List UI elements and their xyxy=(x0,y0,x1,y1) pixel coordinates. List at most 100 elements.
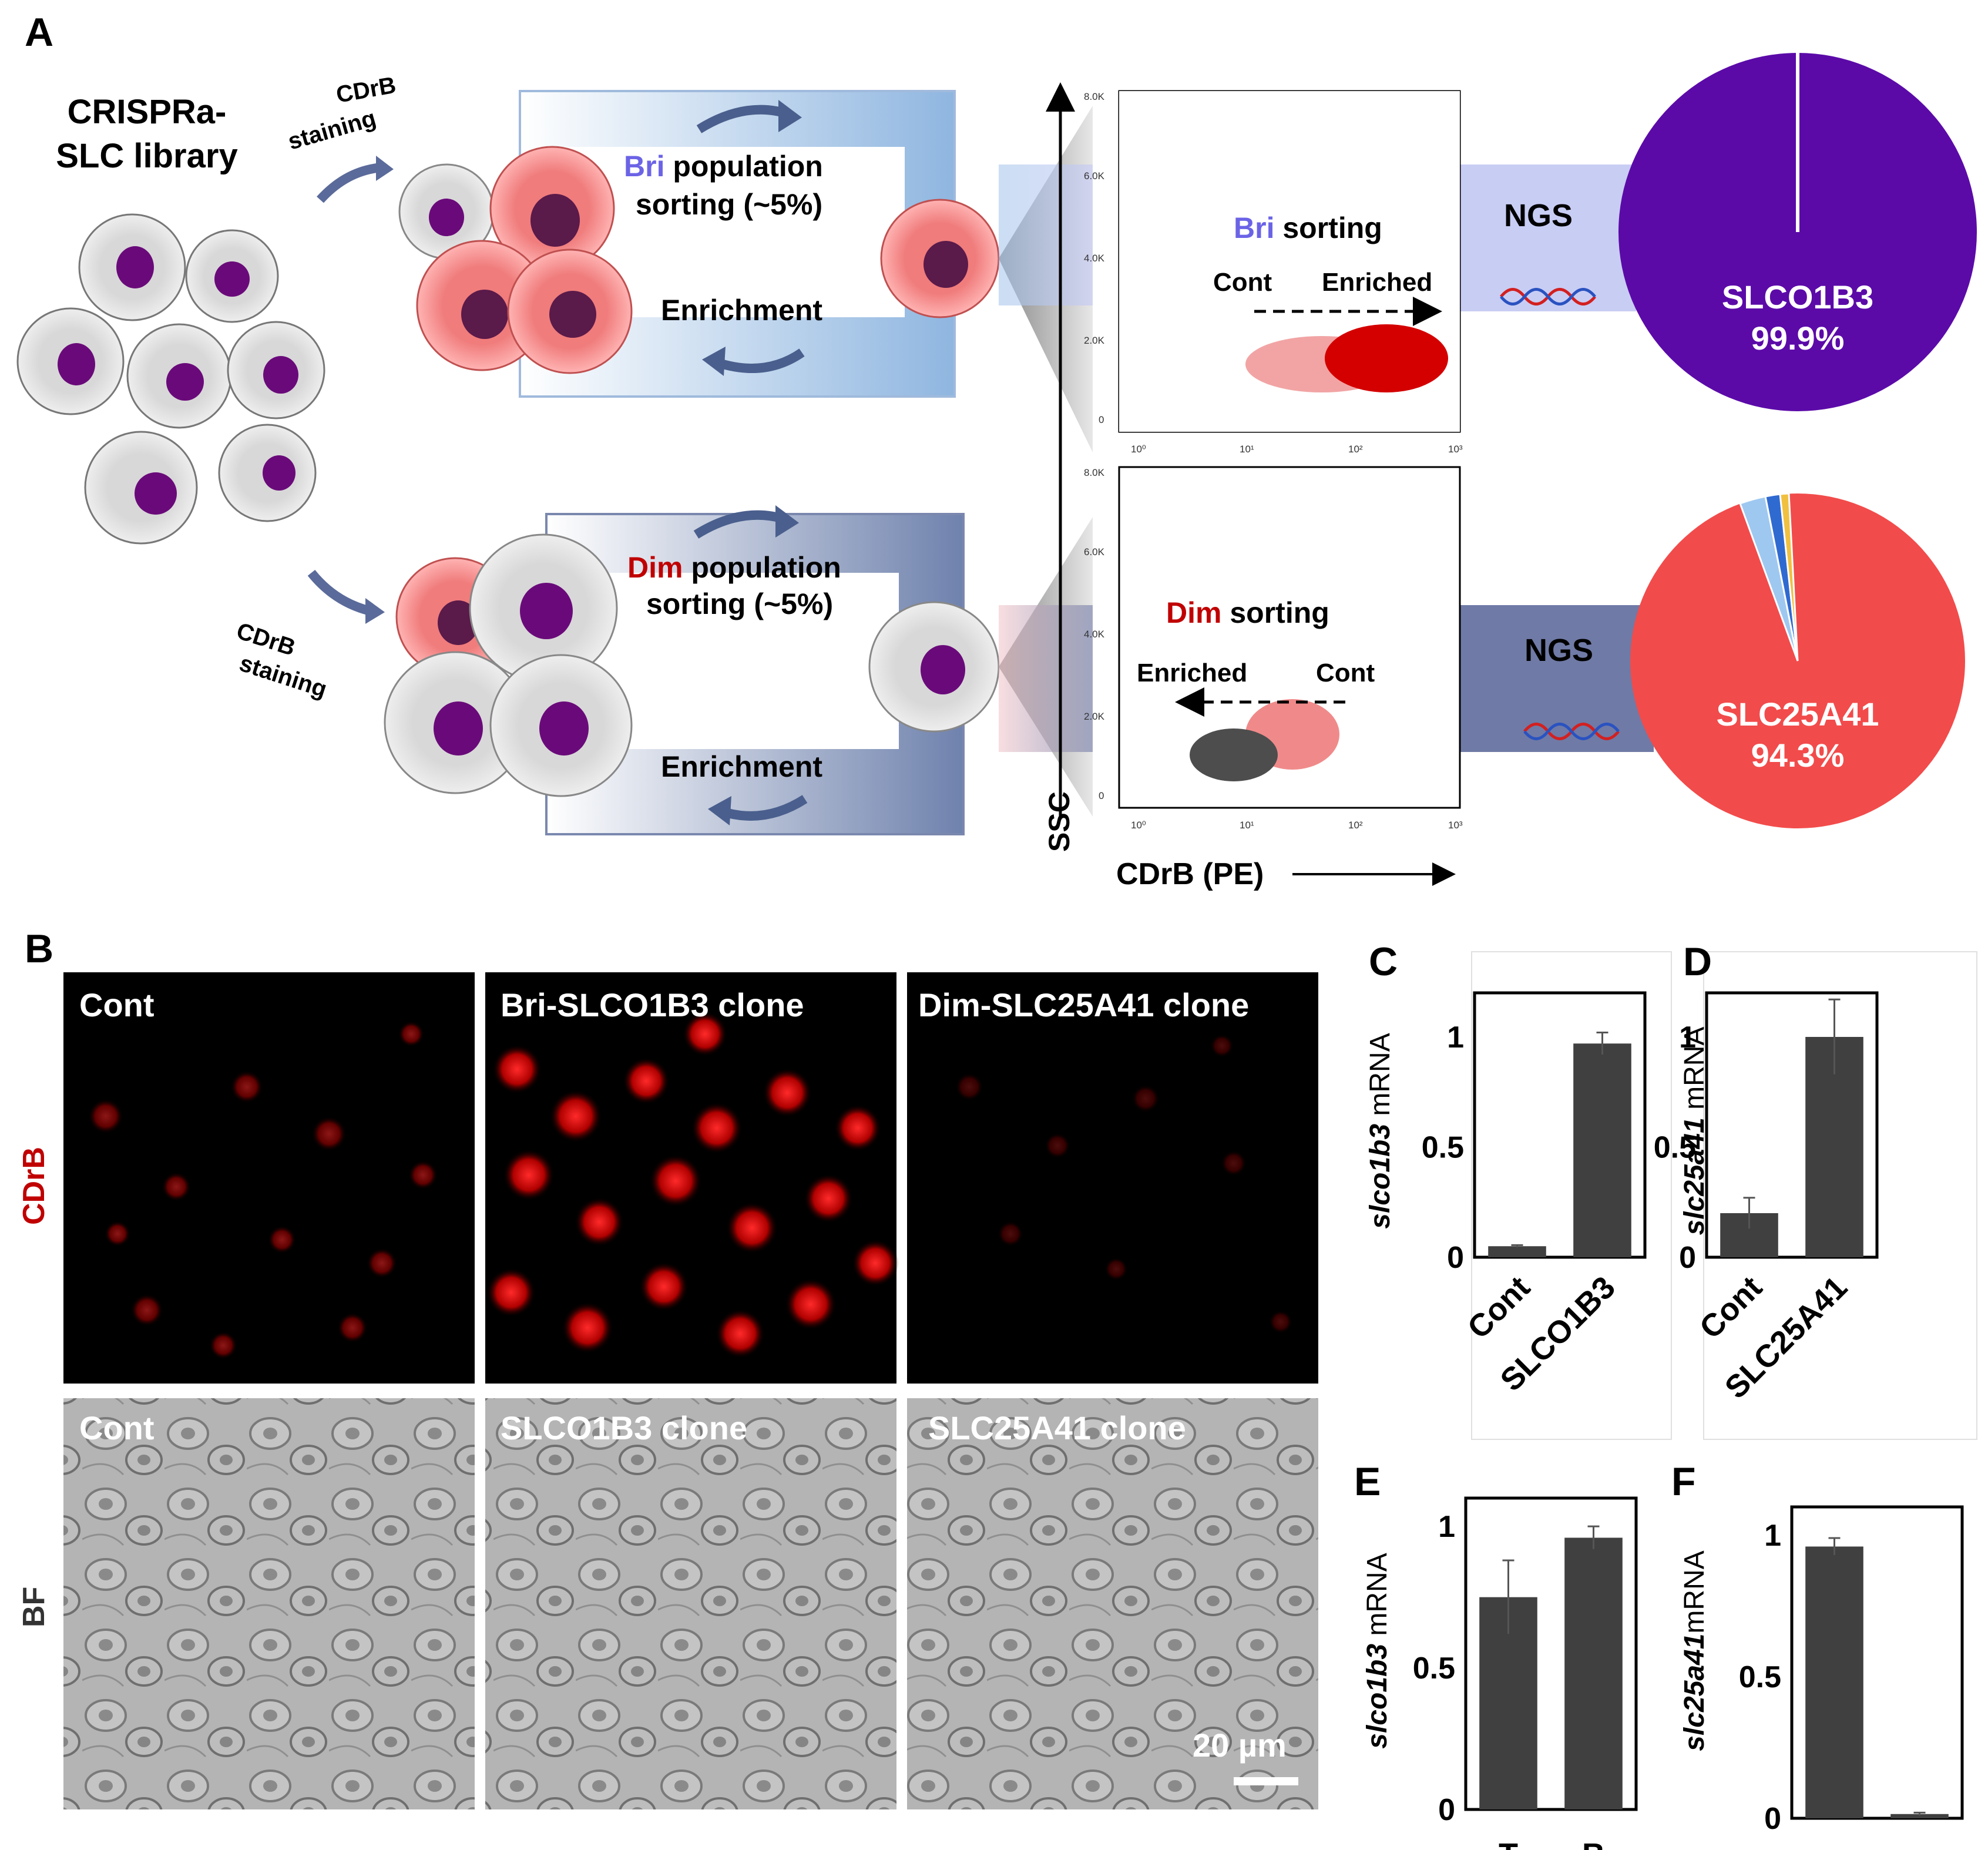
bottom-plot-cont-label: Cont xyxy=(1316,659,1375,687)
top-xtick-10: 10¹ xyxy=(1240,444,1254,455)
library-label-line1: CRISPRa- xyxy=(68,93,227,131)
staining-bottom-arrow xyxy=(307,569,372,616)
library-cells-illustration xyxy=(16,213,325,545)
bottom-plot-y-ticks: 8.0K 6.0K 4.0K 2.0K 0 xyxy=(1084,467,1105,801)
y-axis-label-f: slc25a41mRNA xyxy=(1679,1550,1710,1751)
bar-c-1 xyxy=(1573,1043,1631,1257)
y-tick-d-0: 0 xyxy=(1679,1241,1696,1275)
bright-sorted-cell xyxy=(880,199,1000,318)
flow-plot-top xyxy=(1118,90,1461,433)
dim-cycle-arrow-upper-head xyxy=(775,505,799,538)
x-tick-d-0: Cont xyxy=(1693,1270,1769,1345)
staining-top-label-1: CDrB xyxy=(334,72,398,108)
bri-cycle-arrow-upper-head xyxy=(778,100,802,132)
dim-cells-cluster xyxy=(384,533,633,797)
bri-cycle-arrow-lower-head xyxy=(702,347,726,376)
pie-bottom-label-value: 94.3% xyxy=(1751,737,1845,774)
bottom-plot-enriched-label: Enriched xyxy=(1137,659,1247,687)
bottom-xtick-10: 10¹ xyxy=(1240,820,1254,831)
dim-sorting-percent: sorting (~5%) xyxy=(646,587,833,620)
x-tick-e-0: T xyxy=(1499,1837,1518,1850)
enrichment-bottom-label: Enrichment xyxy=(661,750,822,783)
bottom-ytick-8k: 8.0K xyxy=(1084,467,1105,478)
y-tick-d-1: 0.5 xyxy=(1654,1131,1696,1165)
bottom-beam-right xyxy=(1460,605,1654,752)
bottom-ytick-6k: 6.0K xyxy=(1084,546,1105,558)
scale-bar-label: 20 µm xyxy=(1193,1727,1287,1764)
top-plot-cont-label: Cont xyxy=(1213,268,1272,297)
pie-bottom-slice-other-3 xyxy=(1779,492,1799,662)
dim-population-label: Dim population xyxy=(627,551,841,584)
staining-top-arrow-head xyxy=(376,156,394,181)
y-tick-f-2: 1 xyxy=(1764,1519,1781,1553)
bottom-xtick-1: 10⁰ xyxy=(1131,820,1146,831)
y-axis-label-c: slco1b3 mRNA xyxy=(1365,1033,1396,1228)
dim-cycle-arrow-lower-head xyxy=(708,796,731,825)
top-plot-y-ticks: 8.0K 6.0K 4.0K 2.0K 0 xyxy=(1084,91,1105,425)
pie-bottom xyxy=(1630,492,1965,828)
bri-sorting-title: Bri sorting xyxy=(1234,211,1382,244)
y-tick-c-0: 0 xyxy=(1447,1241,1464,1275)
staining-top-label-2: staining xyxy=(285,105,379,155)
staining-bottom-arrow-head xyxy=(365,598,385,624)
dim-sorted-cell xyxy=(868,601,1000,733)
bar-c-0 xyxy=(1488,1246,1546,1257)
y-tick-c-2: 1 xyxy=(1447,1020,1464,1055)
fluor-label-bri: Bri-SLCO1B3 clone xyxy=(501,986,804,1023)
bf-tile-slco1b3 xyxy=(485,1398,896,1809)
bar-f-1 xyxy=(1890,1814,1949,1818)
top-ytick-4k: 4.0K xyxy=(1084,253,1105,264)
top-ytick-6k: 6.0K xyxy=(1084,170,1105,182)
chart-frame-c xyxy=(1471,951,1672,1440)
pie-top-label-value: 99.9% xyxy=(1751,320,1845,357)
pie-bottom-label-name: SLC25A41 xyxy=(1716,696,1879,733)
enriched-population-bottom xyxy=(1190,728,1278,781)
fluor-label-dim: Dim-SLC25A41 clone xyxy=(918,986,1249,1023)
bf-tile-cont xyxy=(63,1398,475,1809)
top-ytick-0: 0 xyxy=(1099,414,1104,425)
panel-letter-e: E xyxy=(1354,1459,1381,1504)
top-xtick-1: 10⁰ xyxy=(1131,444,1146,455)
library-label-line2: SLC library xyxy=(56,137,237,175)
row-label-bf: BF xyxy=(17,1587,51,1627)
scale-bar xyxy=(1234,1777,1298,1785)
bottom-plot-x-ticks: 10⁰ 10¹ 10² 10³ xyxy=(1131,820,1463,831)
ssc-axis-label: SSC xyxy=(1043,791,1076,852)
bri-population-label: Bri population xyxy=(624,150,823,183)
panel-letter-d: D xyxy=(1683,939,1712,984)
x-tick-e-1: B xyxy=(1582,1837,1605,1850)
top-beam-left xyxy=(999,164,1093,305)
bf-label-cont: Cont xyxy=(79,1409,155,1446)
bf-tile-slc25a41 xyxy=(907,1398,1318,1809)
bri-cycle-arrow-lower xyxy=(712,348,805,373)
y-axis-label-d: slc25a41 mRNA xyxy=(1679,1027,1710,1235)
y-tick-c-1: 0.5 xyxy=(1422,1131,1464,1165)
y-tick-e-0: 0 xyxy=(1438,1793,1455,1827)
staining-top-arrow xyxy=(317,163,382,203)
y-tick-e-2: 1 xyxy=(1438,1510,1455,1544)
y-tick-f-0: 0 xyxy=(1764,1802,1781,1836)
dim-sorting-title: Dim sorting xyxy=(1166,596,1329,629)
top-ytick-2k: 2.0K xyxy=(1084,335,1105,346)
bar-e-1 xyxy=(1564,1537,1623,1809)
panel-letter-a: A xyxy=(25,10,53,55)
bottom-beam-left xyxy=(999,605,1093,752)
top-plot-x-ticks: 10⁰ 10¹ 10² 10³ xyxy=(1131,444,1463,455)
y-tick-f-1: 0.5 xyxy=(1739,1660,1781,1694)
ngs-top-label: NGS xyxy=(1504,198,1573,233)
bottom-xtick-100: 10² xyxy=(1348,820,1363,831)
cdrb-pe-axis-label: CDrB (PE) xyxy=(1116,857,1264,891)
bottom-ytick-0: 0 xyxy=(1099,790,1104,801)
bf-label-slc25a41: SLC25A41 clone xyxy=(928,1409,1186,1446)
bright-cells-cluster xyxy=(398,146,633,374)
top-xtick-100: 10² xyxy=(1348,444,1363,455)
bottom-ytick-4k: 4.0K xyxy=(1084,629,1105,640)
ngs-bottom-label: NGS xyxy=(1524,633,1593,668)
pie-top xyxy=(1618,53,1977,411)
bottom-xtick-1000: 10³ xyxy=(1448,820,1463,831)
